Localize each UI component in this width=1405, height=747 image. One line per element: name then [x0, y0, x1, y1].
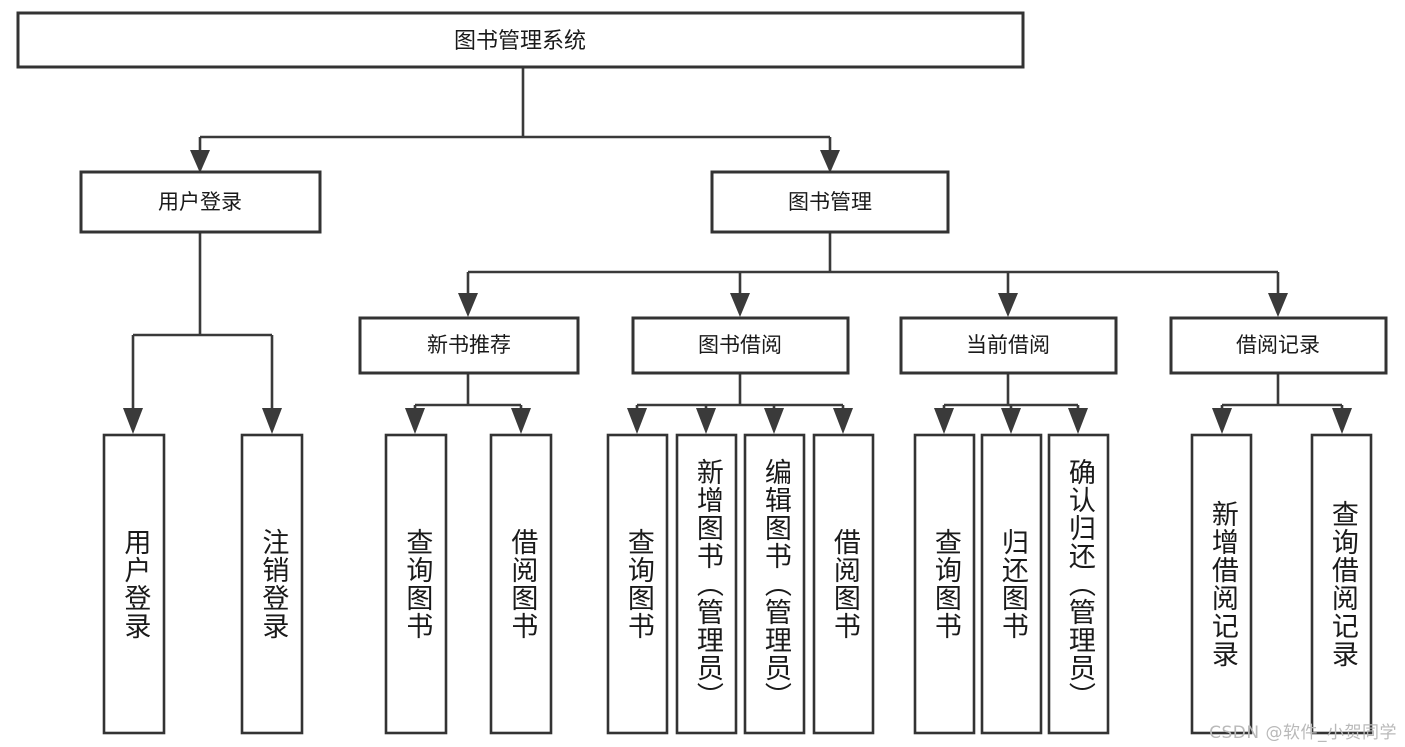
- arrowhead-currentborrow-leaf-2: [1001, 408, 1021, 434]
- arrowhead-bookborrow-leaf-4: [833, 408, 853, 434]
- leaf-box-br-add[interactable]: [1190, 433, 1253, 735]
- leaf-box-newbook-borrow[interactable]: [489, 433, 553, 735]
- arrowhead-borrow-record: [1268, 293, 1288, 317]
- node-book-borrow[interactable]: 图书借阅: [631, 316, 850, 375]
- arrowhead-bookborrow-leaf-3: [764, 408, 784, 434]
- arrowhead-borrowrecord-leaf-1: [1212, 408, 1232, 434]
- leaf-box-user-login[interactable]: [102, 433, 166, 735]
- node-new-book-recommend-box[interactable]: [358, 316, 580, 375]
- node-root[interactable]: 图书管理系统: [16, 11, 1025, 69]
- node-book-management-label: 图书管理: [788, 190, 872, 214]
- node-new-book-recommend[interactable]: 新书推荐: [358, 316, 580, 375]
- leaf-box-newbook-query[interactable]: [384, 433, 448, 735]
- connectors: [123, 67, 1352, 434]
- arrowhead-book-borrow: [730, 293, 750, 317]
- leaf-box-br-query[interactable]: [1310, 433, 1373, 735]
- arrowhead-book-mgmt: [820, 150, 840, 173]
- leaf-box-bb-query[interactable]: [606, 433, 669, 735]
- node-root-label: 图书管理系统: [454, 29, 586, 54]
- node-current-borrow[interactable]: 当前借阅: [899, 316, 1118, 375]
- node-borrow-record-label: 借阅记录: [1236, 333, 1320, 357]
- arrowhead-newbook-leaf-2: [511, 408, 531, 434]
- arrowhead-currentborrow-leaf-1: [934, 408, 954, 434]
- leaf-box-cb-confirm[interactable]: [1047, 433, 1110, 735]
- leaf-box-bb-edit[interactable]: [743, 433, 806, 735]
- node-user-login-label: 用户登录: [158, 190, 242, 214]
- leaf-box-logout[interactable]: [240, 433, 304, 735]
- node-borrow-record-box[interactable]: [1169, 316, 1388, 375]
- arrowhead-bookborrow-leaf-2: [696, 408, 716, 434]
- leaf-box-cb-query[interactable]: [913, 433, 976, 735]
- arrowhead-user-login: [190, 150, 210, 173]
- arrowhead-borrowrecord-leaf-2: [1332, 408, 1352, 434]
- node-book-management[interactable]: 图书管理: [710, 170, 950, 234]
- arrowhead-leaf-logout: [262, 408, 282, 434]
- arrowhead-currentborrow-leaf-3: [1068, 408, 1088, 434]
- node-user-login[interactable]: 用户登录: [79, 170, 322, 234]
- csdn-watermark: CSDN @软件_小贺同学: [1209, 723, 1397, 743]
- node-book-borrow-box[interactable]: [631, 316, 850, 375]
- node-borrow-record[interactable]: 借阅记录: [1169, 316, 1388, 375]
- node-book-borrow-label: 图书借阅: [698, 333, 782, 357]
- leaf-box-bb-add[interactable]: [675, 433, 738, 735]
- leaf-box-bb-borrow[interactable]: [812, 433, 875, 735]
- leaf-box-cb-return[interactable]: [980, 433, 1043, 735]
- arrowhead-new-book-rec: [458, 293, 478, 317]
- node-user-login-box[interactable]: [79, 170, 322, 234]
- arrowhead-bookborrow-leaf-1: [627, 408, 647, 434]
- node-book-management-box[interactable]: [710, 170, 950, 234]
- arrowhead-leaf-user-login: [123, 408, 143, 434]
- node-current-borrow-label: 当前借阅: [966, 333, 1050, 357]
- node-root-box[interactable]: [16, 11, 1025, 69]
- node-new-book-recommend-label: 新书推荐: [427, 333, 511, 357]
- arrowhead-current-borrow: [998, 293, 1018, 317]
- node-current-borrow-box[interactable]: [899, 316, 1118, 375]
- arrowhead-newbook-leaf-1: [405, 408, 425, 434]
